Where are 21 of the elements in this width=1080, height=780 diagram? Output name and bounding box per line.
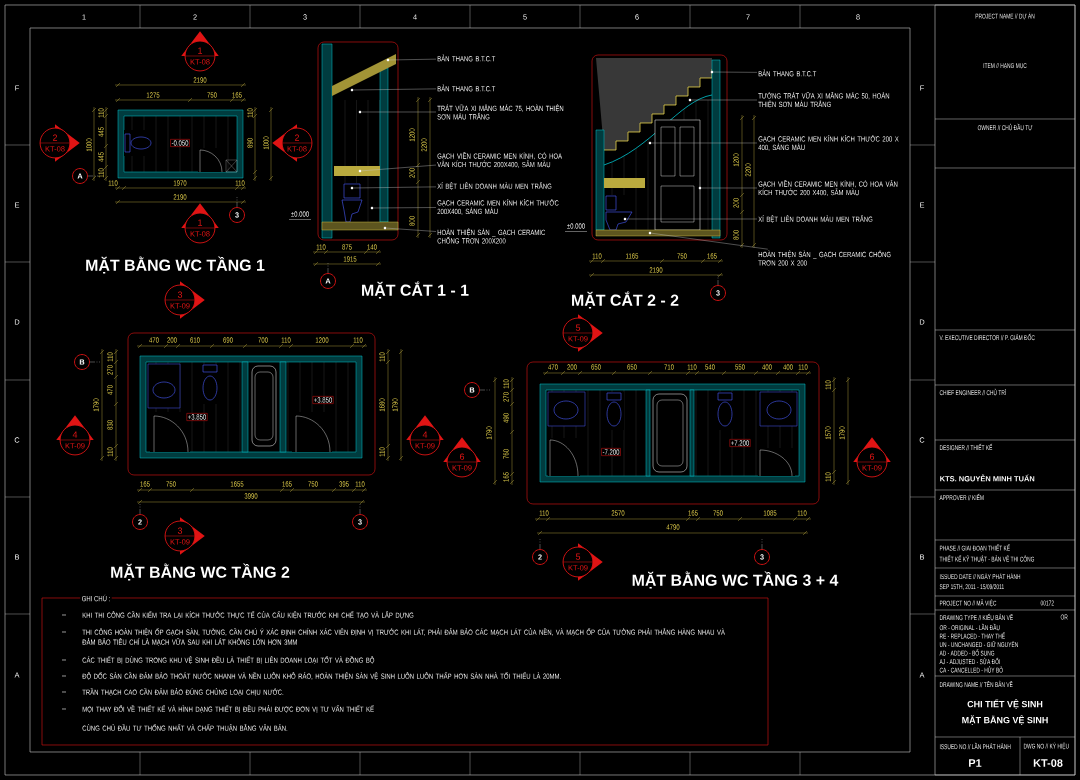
leader-line [701,187,758,189]
drawing-name: CHI TIẾT VỆ SINH [967,699,1043,709]
drawing-title: MẶT BẰNG WC TẦNG 1 [86,256,265,274]
leader-line [626,218,758,220]
sheet-code: KT-08 [1033,759,1063,767]
drawing-name: MẶT BẰNG VỆ SINH [962,715,1048,725]
drawing-title: MẶT CẮT 1 - 1 [362,281,469,299]
leader-line [361,164,437,172]
drawing-title: MẶT BẰNG WC TẦNG 3 + 4 [632,571,839,589]
drawing-title: MẶT CẮT 2 - 2 [572,291,679,309]
leader-line [361,111,437,113]
leader-line [353,186,437,189]
leader-line [651,142,758,144]
leader-line [691,99,758,101]
leader-line [386,227,437,232]
leader-line [713,71,758,73]
drawing-title: MẶT BẰNG WC TẦNG 2 [111,563,290,581]
leader-line [651,233,768,250]
leader-line [373,207,437,209]
sheet-code: P1 [969,759,982,767]
leader-line [353,88,437,91]
